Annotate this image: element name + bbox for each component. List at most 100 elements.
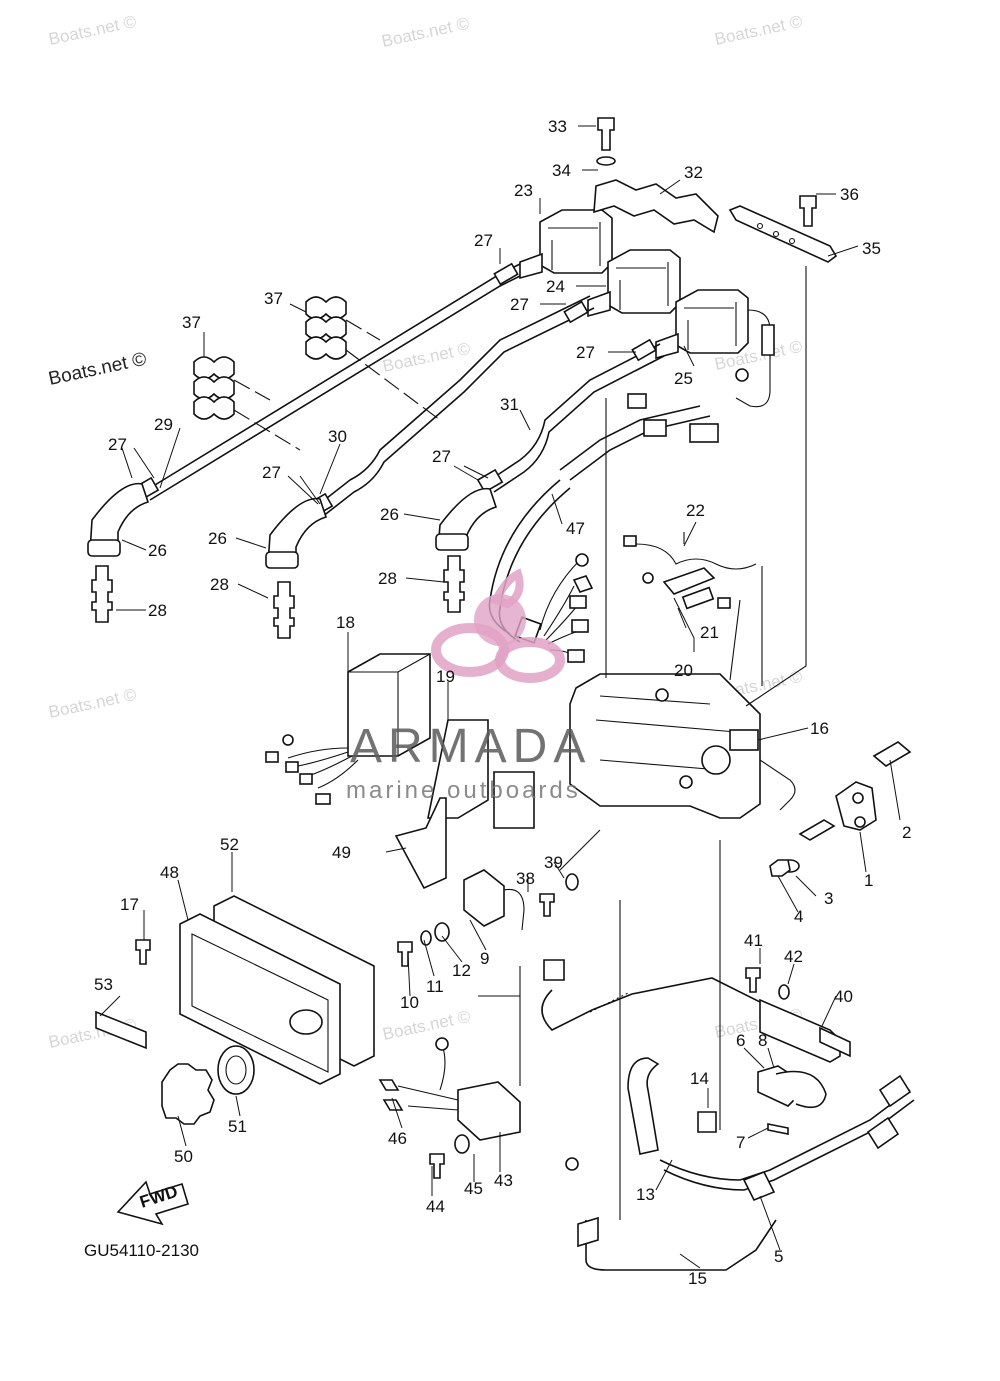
part-callout: 26 [208, 529, 227, 548]
cap-50 [161, 1063, 215, 1125]
watermark-text: Boats.net © [380, 14, 472, 51]
seal-51 [217, 1045, 255, 1095]
assembly-lines [478, 266, 807, 1220]
spark-plug-28 [91, 565, 113, 623]
sensor-group [397, 869, 579, 967]
part-callout: 40 [834, 987, 853, 1006]
cdi-group [265, 653, 535, 890]
part-callout: 6 [736, 1031, 745, 1050]
washer-34 [596, 156, 616, 166]
cord-31 [489, 343, 661, 481]
part-callout: 34 [552, 161, 571, 180]
high-tension-cords [87, 262, 665, 639]
part-callout: 7 [736, 1133, 745, 1152]
part-callout: 38 [516, 869, 535, 888]
spark-plug-28 [443, 555, 465, 613]
part-callout: 26 [148, 541, 167, 560]
plug-cap-26 [267, 497, 328, 566]
part-callout: 20 [674, 661, 693, 680]
watermark-text: Boats.net © [381, 1007, 473, 1044]
bolt-44 [429, 1153, 445, 1179]
sensor-9 [463, 869, 505, 927]
sleeve-27 [631, 338, 657, 362]
watermark-text-dark: Boats.net © [47, 349, 149, 390]
washer-11 [420, 930, 432, 946]
coil-23 [539, 209, 613, 274]
part-callout: 12 [452, 961, 471, 980]
part-callouts: 1 2 3 4 5 6 7 8 9 10 11 12 13 14 15 16 1… [94, 117, 911, 1288]
bracket-32 [593, 179, 719, 234]
sleeve-27 [563, 300, 589, 324]
bracket-16 [569, 673, 796, 819]
part-callout: 16 [810, 719, 829, 738]
sleeve-27 [493, 262, 519, 286]
watermark-text: Boats.net © [713, 12, 805, 49]
spark-plug-28 [273, 581, 295, 639]
part-callout: 1 [864, 871, 873, 890]
part-callout: 31 [500, 395, 519, 414]
leader-lines [99, 125, 901, 1269]
diagram-code: GU54110-2130 [84, 1241, 199, 1260]
fwd-arrow-icon [116, 1180, 189, 1226]
watermark-text: Boats.net © [47, 685, 139, 722]
cord-30 [317, 295, 591, 506]
bracket-35 [728, 205, 838, 263]
part-callout: 32 [684, 163, 703, 182]
band-5 [742, 1170, 776, 1202]
part-callout: 37 [264, 289, 283, 308]
part-callout: 27 [576, 343, 595, 362]
holder-19 [427, 719, 489, 819]
switch-group [378, 1037, 521, 1179]
part-callout: 44 [426, 1197, 445, 1216]
bracket-1-group [769, 741, 912, 877]
part-callout: 46 [388, 1129, 407, 1148]
part-callout: 25 [674, 369, 693, 388]
part-callout: 37 [182, 313, 201, 332]
part-callout: 26 [380, 505, 399, 524]
part-callout: 43 [494, 1171, 513, 1190]
part-callout: 14 [690, 1069, 709, 1088]
washer-42 [778, 984, 790, 1000]
part-callout: 5 [774, 1247, 783, 1266]
cover-48 [179, 913, 341, 1085]
part-callout: 33 [548, 117, 567, 136]
nut-4 [769, 859, 791, 877]
part-callout: 11 [426, 977, 444, 996]
rectifier-group [623, 532, 763, 686]
bolt-41 [745, 967, 761, 993]
part-callout: 53 [94, 975, 113, 994]
part-callout: 27 [474, 231, 493, 250]
part-callout: 27 [432, 447, 451, 466]
switch-43 [457, 1081, 521, 1141]
bracket-49 [394, 797, 447, 890]
collar-12 [434, 922, 450, 942]
cable-15 [585, 1219, 777, 1271]
coil-25 [675, 289, 749, 354]
part-callout: 50 [174, 1147, 193, 1166]
part-callout: 19 [436, 667, 455, 686]
part-callout: 36 [840, 185, 859, 204]
part-callout: 39 [544, 853, 563, 872]
bolt-33 [597, 117, 615, 151]
fwd-arrow: FWD [116, 1180, 189, 1226]
part-callout: 27 [510, 295, 529, 314]
coil-24 [607, 249, 681, 314]
part-callout: 27 [108, 435, 127, 454]
part-callout: 35 [862, 239, 881, 258]
part-callout: 3 [824, 889, 833, 908]
grommet-14 [697, 1111, 717, 1133]
terminal-21 [717, 597, 731, 609]
part-callout: 27 [262, 463, 281, 482]
part-callout: 8 [758, 1031, 767, 1050]
cdi-unit-18 [347, 653, 431, 757]
clamp-8 [775, 1070, 827, 1109]
bolt-38 [539, 893, 555, 917]
terminal-46 [378, 1079, 400, 1091]
cable-13 [627, 1057, 660, 1155]
washer-39 [565, 873, 579, 891]
part-callout: 45 [464, 1179, 483, 1198]
part-callout: 47 [566, 519, 585, 538]
washer-45 [454, 1134, 470, 1154]
bolt-2 [872, 741, 912, 767]
